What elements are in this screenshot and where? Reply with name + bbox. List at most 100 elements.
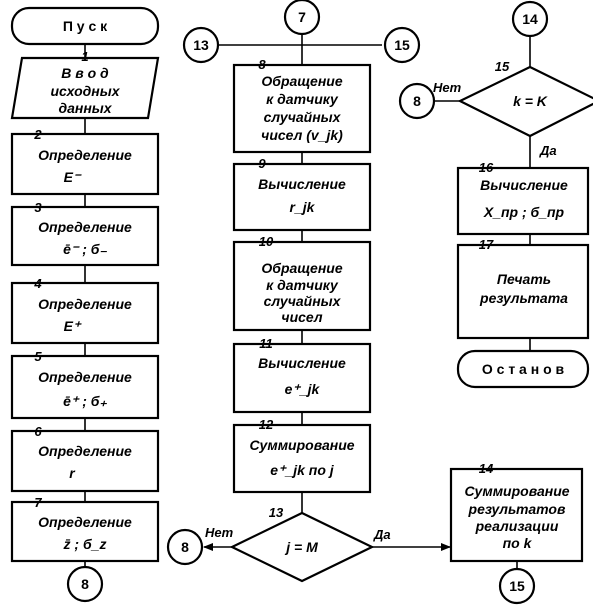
block-4-line-1: Определение [38,296,132,312]
decision-15-no-label: Нет [433,80,462,95]
block-2-number: 2 [33,127,42,142]
block-16-line-2: X_пр ; б_пр [483,204,565,220]
block-8-line-4: чисел (v_jk) [261,127,343,143]
block-17-line-1: Печать [497,271,551,287]
block-9-number: 9 [258,156,266,171]
connector-8-right-label: 8 [413,93,421,109]
block-14-line-4: по k [503,535,533,551]
connector-15-bottom-label: 15 [509,578,525,594]
block-10: 10 Обращение к датчику случайных чисел [232,234,372,332]
block-17-number: 17 [479,237,494,252]
connector-13-in-label: 13 [193,37,209,53]
block-7-number: 7 [34,495,42,510]
decision-15-text: k = K [513,93,548,109]
block-12: 12 Суммирование e⁺_jk по j [232,417,372,494]
block-4-number: 4 [33,276,42,291]
block-8-line-1: Обращение [261,73,342,89]
block-1-line-3: данных [58,100,112,116]
block-10-line-1: Обращение [261,260,342,276]
connector-15-in: 15 [383,26,421,64]
start-label: П у с к [63,18,108,34]
block-12-line-2: e⁺_jk по j [270,462,335,478]
block-7-line-2: z̄ ; б_z [63,536,107,552]
block-14-line-3: реализации [475,518,559,534]
connector-13-in: 13 [182,26,220,64]
start-terminal: П у с к [10,6,160,46]
block-12-line-1: Суммирование [249,437,354,453]
block-4: 4 Определение E⁺ [10,276,160,345]
connector-8-out: 8 [166,528,204,566]
block-1-line-2: исходных [51,83,121,99]
connector-14-label: 14 [522,11,538,27]
block-4-line-2: E⁺ [64,318,82,334]
block-16: 16 Вычисление X_пр ; б_пр [456,160,590,236]
block-10-line-2: к датчику [266,277,339,293]
connector-8-right: 8 [398,82,436,120]
block-16-number: 16 [479,160,494,175]
block-10-line-4: чисел [281,309,322,325]
block-6: 6 Определение r [10,424,160,493]
block-5-line-2: ē⁺ ; б₊ [63,393,107,409]
stop-terminal: О с т а н о в [456,349,590,389]
block-9: 9 Вычисление r_jk [232,156,372,232]
block-17-line-2: результата [479,290,568,306]
block-10-number: 10 [259,234,274,249]
block-1-number: 1 [81,49,88,64]
block-10-line-3: случайных [264,293,342,309]
block-6-line-2: r [69,465,76,481]
connection-lines-middle [203,34,451,551]
block-5: 5 Определение ē⁺ ; б₊ [10,349,160,420]
connection-lines-right [435,36,531,569]
block-7-line-1: Определение [38,514,132,530]
block-14-line-1: Суммирование [464,483,569,499]
block-3: 3 Определение ē⁻ ; б₋ [10,200,160,267]
block-12-number: 12 [259,417,274,432]
decision-13: 13 j = M Нет Да [205,505,391,583]
block-5-number: 5 [34,349,42,364]
connector-7-label: 7 [298,9,306,25]
block-9-line-2: r_jk [290,199,316,215]
block-3-line-1: Определение [38,219,132,235]
connector-8-bottom: 8 [66,565,104,603]
block-14-number: 14 [479,461,494,476]
connector-15-bottom: 15 [498,567,536,605]
block-6-line-1: Определение [38,443,132,459]
block-11-line-2: e⁺_jk [285,381,321,397]
block-11-line-1: Вычисление [258,355,346,371]
block-11-number: 11 [259,336,273,351]
decision-13-number: 13 [269,505,284,520]
block-14-line-2: результатов [468,501,566,517]
connector-7: 7 [283,0,321,36]
block-8-line-3: случайных [264,109,342,125]
block-2-line-2: E⁻ [64,169,82,185]
connector-15-in-label: 15 [394,37,410,53]
block-1-input: 1 В в о д исходных данных [10,49,160,120]
block-3-line-2: ē⁻ ; б₋ [63,241,107,257]
block-5-line-1: Определение [38,369,132,385]
stop-label: О с т а н о в [482,361,565,377]
connector-8-out-label: 8 [181,539,189,555]
block-11: 11 Вычисление e⁺_jk [232,336,372,414]
decision-13-text: j = M [284,539,318,555]
block-7: 7 Определение z̄ ; б_z [10,495,160,563]
decision-13-yes-label: Да [373,527,391,542]
block-1-line-1: В в о д [61,65,109,81]
block-2-line-1: Определение [38,147,132,163]
block-8-number: 8 [258,57,266,72]
decision-15-number: 15 [495,59,510,74]
block-8: 8 Обращение к датчику случайных чисел (v… [232,57,372,154]
block-8-line-2: к датчику [266,91,339,107]
block-9-line-1: Вычисление [258,176,346,192]
decision-13-no-label: Нет [205,525,234,540]
block-16-line-1: Вычисление [480,177,568,193]
connector-14: 14 [511,0,549,38]
block-14: 14 Суммирование результатов реализации п… [449,461,584,563]
decision-15: 15 k = K Нет Да [433,59,593,158]
decision-15-yes-label: Да [539,143,557,158]
block-3-number: 3 [34,200,42,215]
block-17: 17 Печать результата [456,237,590,340]
block-2: 2 Определение E⁻ [10,127,160,196]
block-6-number: 6 [34,424,42,439]
connector-8-bottom-label: 8 [81,576,89,592]
